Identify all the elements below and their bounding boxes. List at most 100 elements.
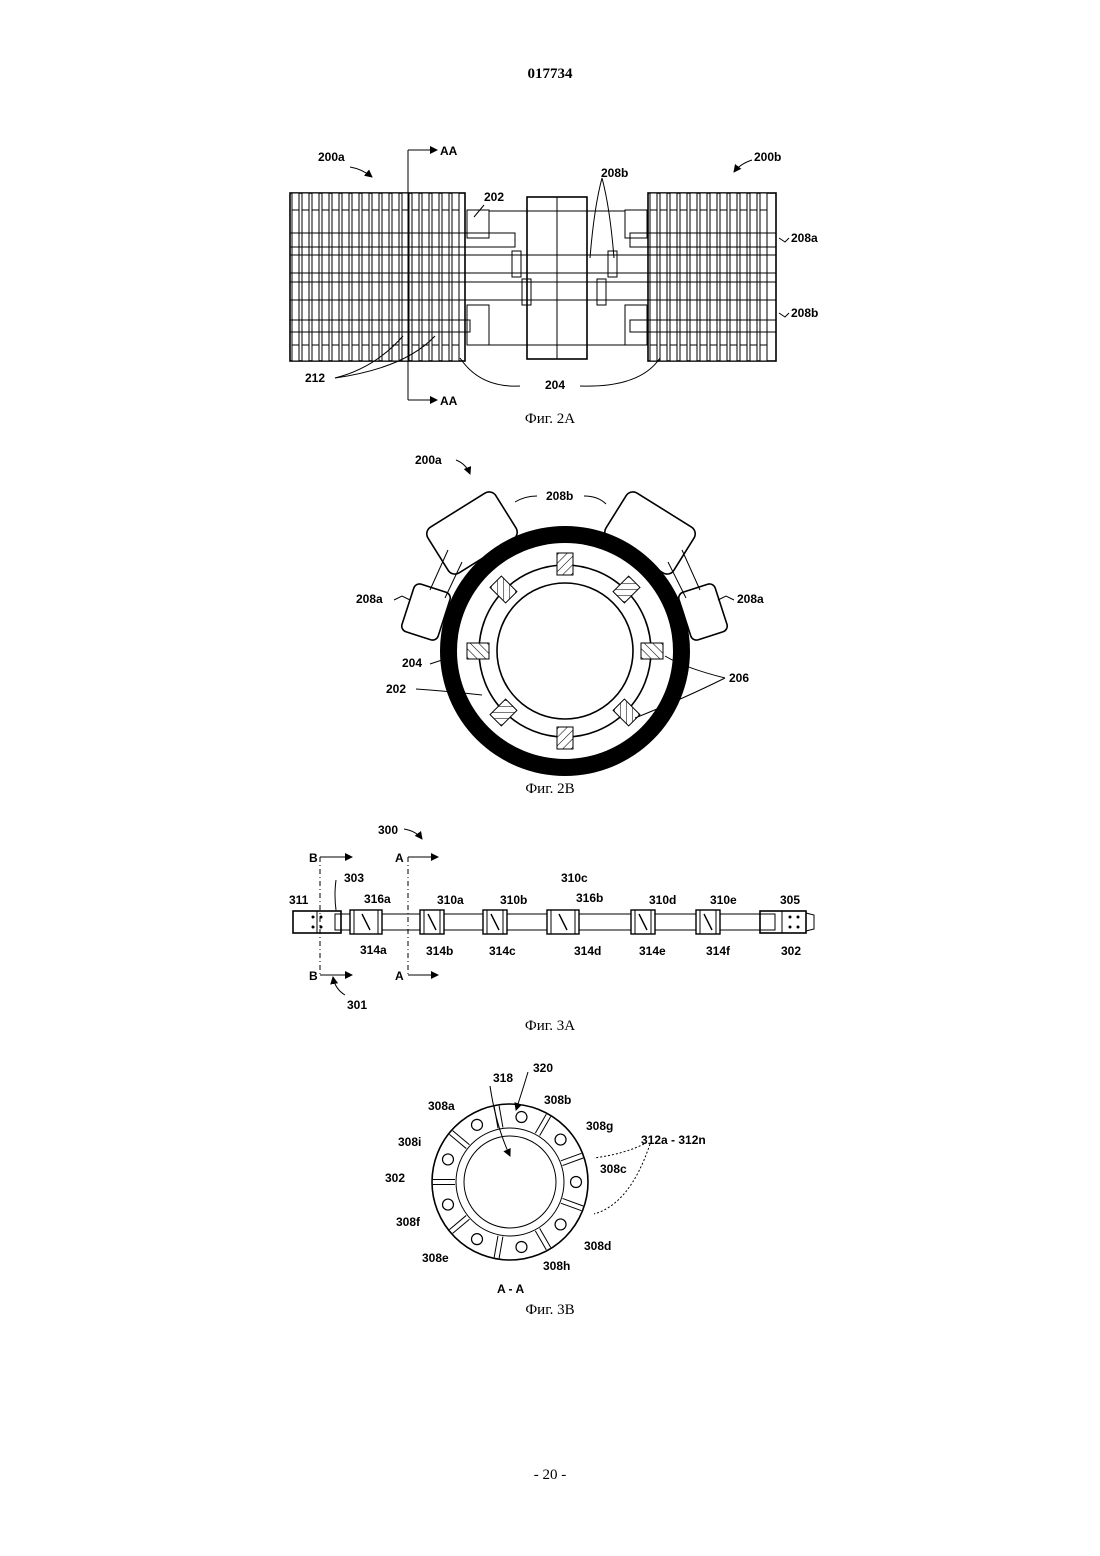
flange-right-lower xyxy=(625,305,647,345)
label-310d: 310d xyxy=(649,893,676,907)
label-208a: 208a xyxy=(791,231,818,245)
caption-fig-3a: Фиг. 3A xyxy=(0,1018,1100,1035)
left-fin xyxy=(432,193,439,361)
label-a-bottom: A xyxy=(395,969,404,983)
bore-hole xyxy=(555,1219,566,1230)
right-fin xyxy=(670,193,677,361)
page-number: - 20 - xyxy=(0,1467,1100,1484)
label-302-3a: 302 xyxy=(781,944,801,958)
left-fin-bank xyxy=(290,193,515,361)
label-320: 320 xyxy=(533,1061,553,1075)
right-fin xyxy=(730,193,737,361)
left-fin xyxy=(362,193,369,361)
label-316a: 316a xyxy=(364,892,391,906)
label-314d: 314d xyxy=(574,944,601,958)
label-212: 212 xyxy=(305,371,325,385)
label-301: 301 xyxy=(347,998,367,1012)
label-a-top: A xyxy=(395,851,404,865)
label-308b: 308b xyxy=(544,1093,571,1107)
label-303: 303 xyxy=(344,871,364,885)
label-208a-right: 208a xyxy=(737,592,764,606)
label-314f: 314f xyxy=(706,944,731,958)
left-fin xyxy=(352,193,359,361)
label-200b: 200b xyxy=(754,150,781,164)
left-fin xyxy=(332,193,339,361)
label-314e: 314e xyxy=(639,944,666,958)
right-fin xyxy=(660,193,667,361)
label-302-3b: 302 xyxy=(385,1171,405,1185)
left-fin xyxy=(312,193,319,361)
label-204-2b: 204 xyxy=(402,656,422,670)
flange-right-upper xyxy=(625,210,647,238)
label-202-2b: 202 xyxy=(386,682,406,696)
left-fin xyxy=(292,193,299,361)
left-fin xyxy=(342,193,349,361)
label-200a: 200a xyxy=(318,150,345,164)
label-318: 318 xyxy=(493,1071,513,1085)
label-314b: 314b xyxy=(426,944,453,958)
right-fin xyxy=(700,193,707,361)
right-fin xyxy=(750,193,757,361)
label-b-top: B xyxy=(309,851,318,865)
end-sub-311 xyxy=(293,911,341,933)
label-305: 305 xyxy=(780,893,800,907)
left-fin xyxy=(372,193,379,361)
left-fin xyxy=(392,193,399,361)
label-308e: 308e xyxy=(422,1251,449,1265)
label-204: 204 xyxy=(545,378,565,392)
label-300: 300 xyxy=(378,823,398,837)
label-310e: 310e xyxy=(710,893,737,907)
right-fin xyxy=(690,193,697,361)
label-202: 202 xyxy=(484,190,504,204)
label-aa-top: AA xyxy=(440,144,458,158)
bore-hole xyxy=(472,1119,483,1130)
right-fin xyxy=(680,193,687,361)
document-number: 017734 xyxy=(0,66,1100,83)
figure-3a: 300 B A B A 311 303 316a 310a 310b 310c … xyxy=(0,820,1100,1010)
label-200a-2b: 200a xyxy=(415,453,442,467)
label-aa-bottom: AA xyxy=(440,394,458,408)
spacer-206 xyxy=(467,643,489,659)
label-section-a-a: A - A xyxy=(497,1282,524,1296)
bore-hole xyxy=(442,1154,453,1165)
label-308g: 308g xyxy=(586,1119,613,1133)
figure-3b: 318 320 308a 308b 308g 308i 312a - 312n … xyxy=(0,1055,1100,1305)
label-208a-left: 208a xyxy=(356,592,383,606)
bore-hole xyxy=(555,1134,566,1145)
spacer-206 xyxy=(557,727,573,749)
collar-inner-ring xyxy=(456,1128,564,1236)
right-fin xyxy=(710,193,717,361)
label-308a: 308a xyxy=(428,1099,455,1113)
flange-202 xyxy=(467,210,489,238)
label-206: 206 xyxy=(729,671,749,685)
label-b-bottom: B xyxy=(309,969,318,983)
label-314c: 314c xyxy=(489,944,516,958)
label-314a: 314a xyxy=(360,943,387,957)
spacer-206 xyxy=(641,643,663,659)
label-310a: 310a xyxy=(437,893,464,907)
bore-hole xyxy=(516,1241,527,1252)
label-208b-top: 208b xyxy=(601,166,628,180)
label-310c: 310c xyxy=(561,871,588,885)
figure-2a: 200a 200b AA AA 202 208b 208a 208b 212 2… xyxy=(0,140,1100,420)
label-308c: 308c xyxy=(600,1162,627,1176)
caption-fig-2b: Фиг. 2B xyxy=(0,781,1100,798)
right-fin xyxy=(720,193,727,361)
label-308d: 308d xyxy=(584,1239,611,1253)
label-310b: 310b xyxy=(500,893,527,907)
left-fin xyxy=(412,193,419,361)
spacer-206 xyxy=(557,553,573,575)
left-fin xyxy=(382,193,389,361)
caption-fig-2a: Фиг. 2A xyxy=(0,411,1100,428)
label-312a-312n: 312a - 312n xyxy=(641,1133,706,1147)
label-208b-right: 208b xyxy=(791,306,818,320)
label-308f: 308f xyxy=(396,1215,421,1229)
left-fin xyxy=(422,193,429,361)
caption-fig-3b: Фиг. 3B xyxy=(0,1302,1100,1319)
bore-hole xyxy=(516,1112,527,1123)
bore-hole xyxy=(472,1234,483,1245)
figure-2b: 200a 208b 208a 208a 204 202 206 xyxy=(0,450,1100,790)
collar-outer xyxy=(432,1104,588,1260)
label-311: 311 xyxy=(289,893,309,907)
left-fin xyxy=(322,193,329,361)
